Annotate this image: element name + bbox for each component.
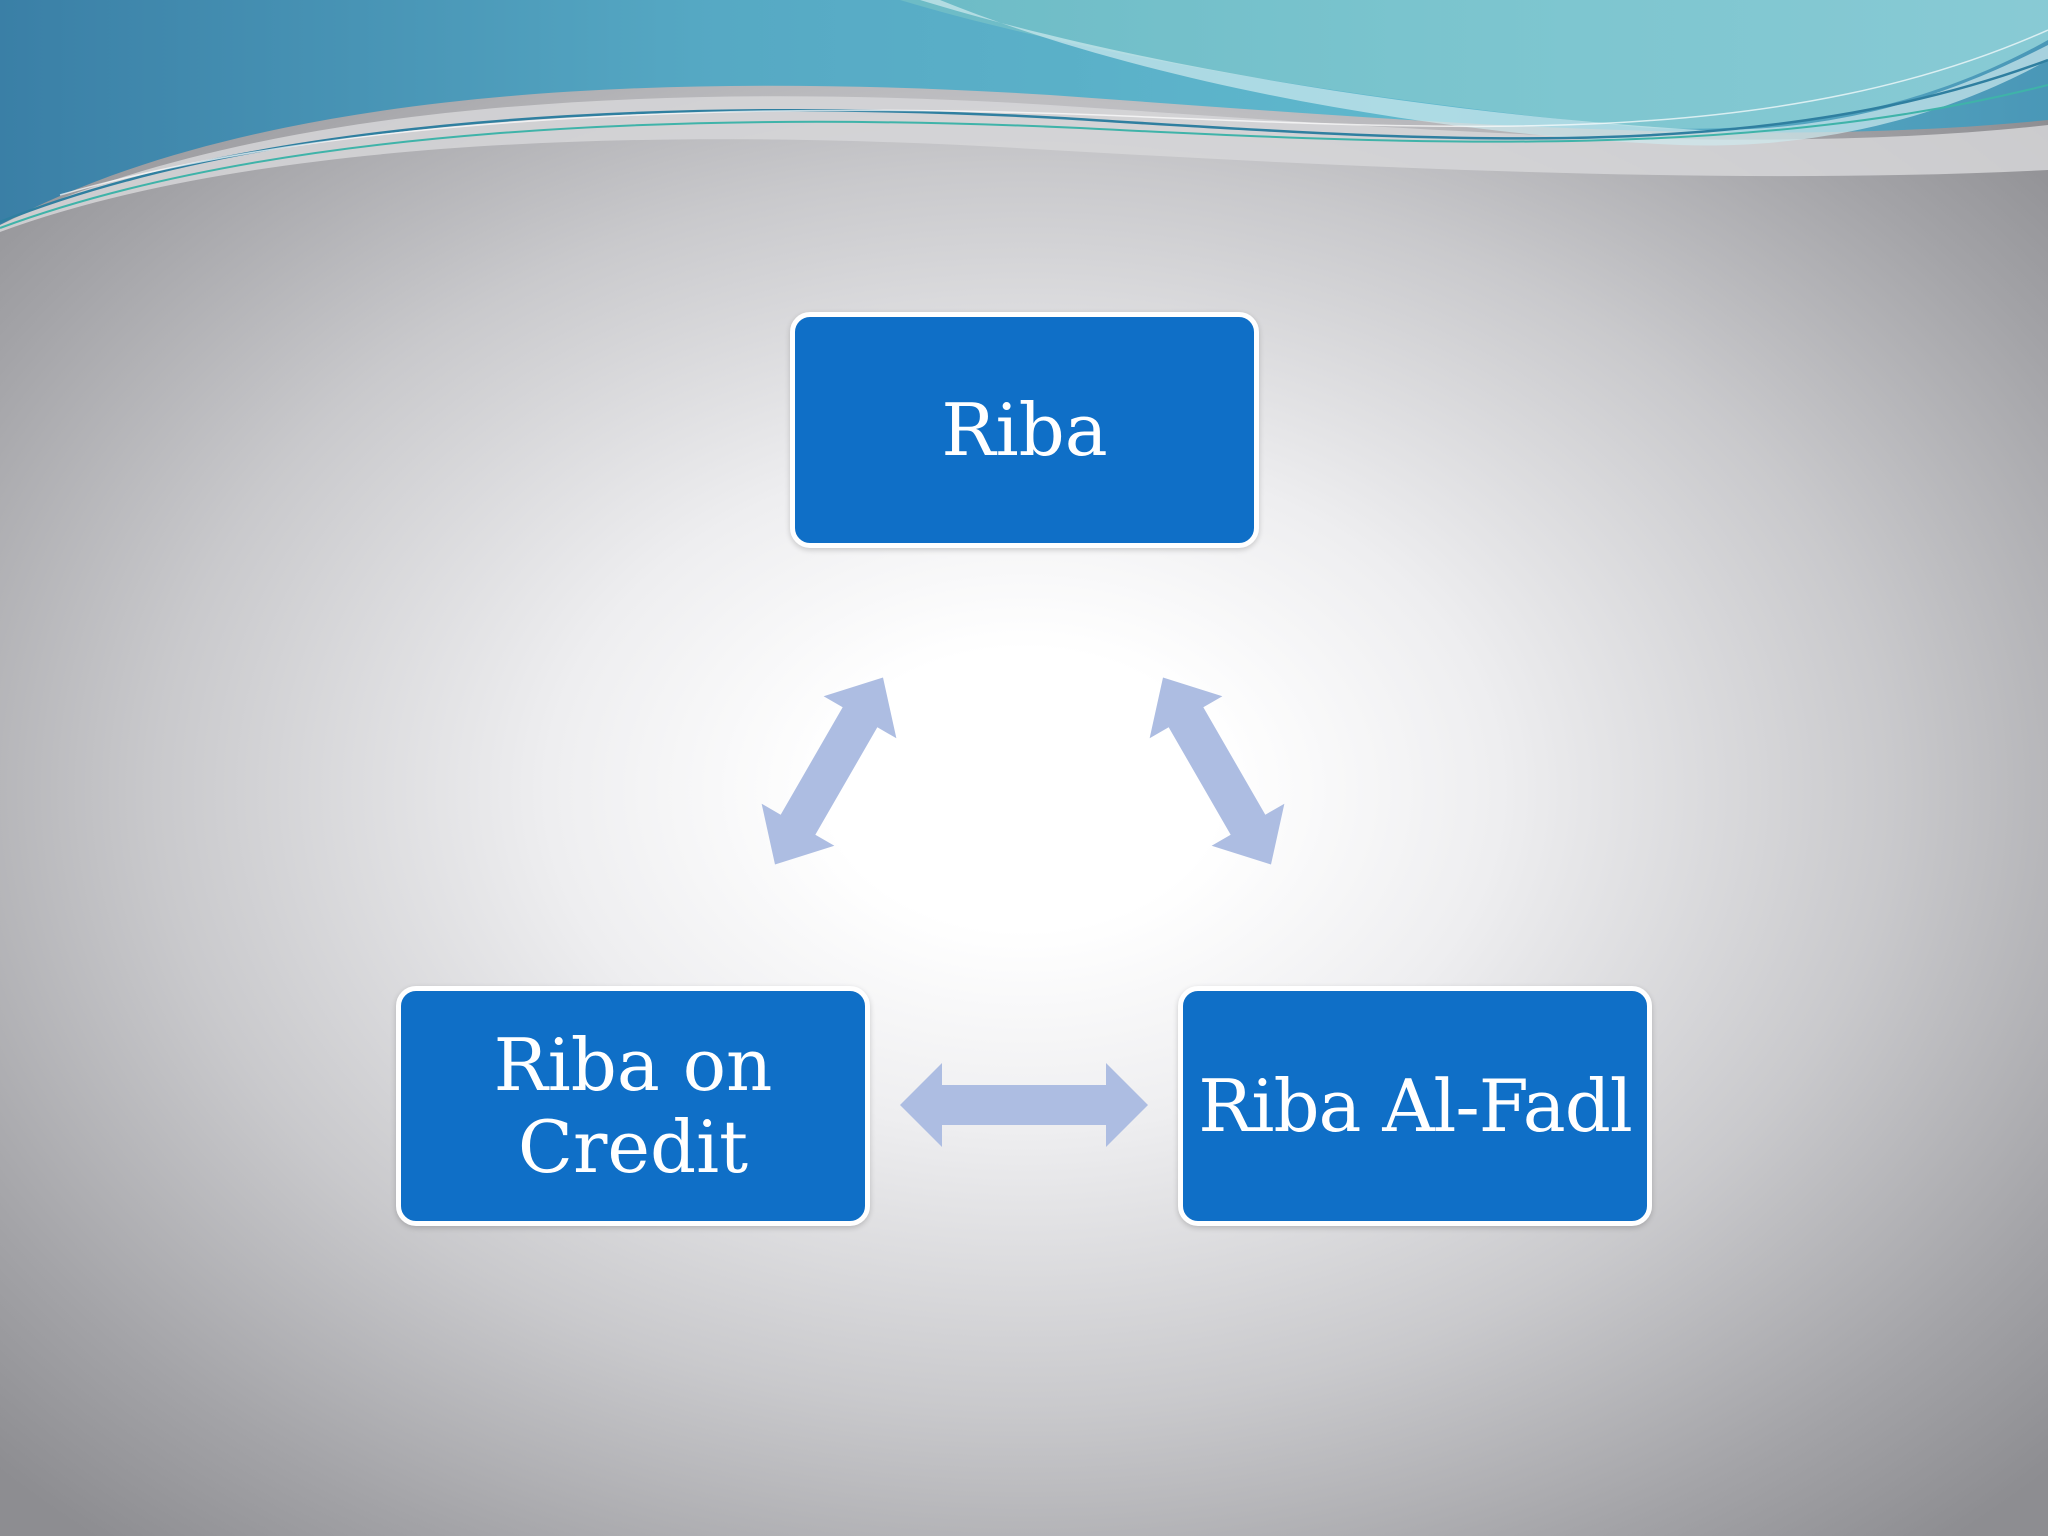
top-wave-line-2 [0,84,2048,229]
node-riba-label: Riba [941,388,1108,472]
node-riba-al-fadl-label: Riba Al-Fadl [1198,1064,1633,1148]
top-wave-line-3 [59,29,2048,196]
connectors [761,677,1285,1147]
node-riba-al-fadl: Riba Al-Fadl [1178,986,1652,1226]
top-wave-gray [0,96,2048,232]
arrow-riba-riba-al-fadl [1149,677,1285,865]
node-riba-on-credit: Riba on Credit [396,986,870,1226]
arrow-riba-riba-on-credit [761,677,897,865]
top-wave-highlight [900,0,2048,129]
node-riba-on-credit-label: Riba on Credit [493,1023,773,1189]
top-wave-light [920,0,2048,146]
node-riba: Riba [790,312,1259,548]
arrow-credit-al-fadl [900,1063,1148,1147]
